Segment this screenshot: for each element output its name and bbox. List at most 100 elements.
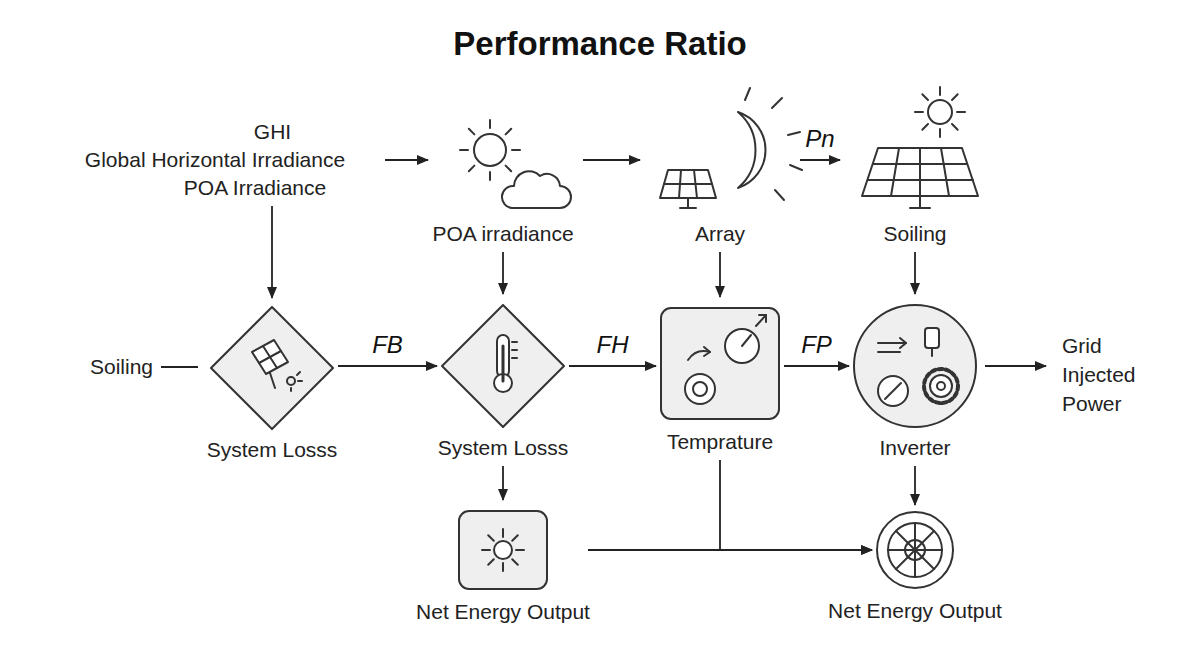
node-label: System Losss	[418, 434, 588, 462]
flow-arrow	[502, 252, 504, 294]
inverter-circle: Inverter	[840, 304, 990, 462]
array-icon-part	[680, 207, 696, 209]
solar-panel-icon-part	[873, 163, 967, 165]
node-label: POA irradiance	[428, 220, 578, 248]
sun-ray	[469, 166, 475, 172]
input-text: GHIGlobal Horizontal IrradiancePOA Irrad…	[55, 118, 375, 202]
sun-ray	[506, 166, 512, 172]
rrect-shape	[660, 307, 780, 420]
node-label: Net Energy Output	[398, 598, 608, 626]
node-label: Array	[645, 220, 795, 248]
diamond-outline	[211, 307, 333, 429]
flow-arrow	[271, 206, 273, 298]
sun-cloud-icon-part	[474, 134, 506, 166]
spacer-shape	[645, 112, 795, 220]
spacer-shape	[428, 112, 578, 220]
node-label: Grid Injected Power	[1062, 331, 1162, 418]
sun-ray	[957, 111, 965, 113]
sun-ray	[506, 129, 512, 135]
edge-label: FH	[597, 330, 629, 360]
rrect-outline	[660, 307, 780, 420]
edge-label: FP	[801, 330, 832, 360]
diagram-title: Performance Ratio	[0, 24, 1200, 64]
circle-shape	[853, 304, 977, 428]
array-icon-part	[664, 183, 712, 185]
flow-arrow	[569, 365, 656, 367]
sun-ray	[939, 87, 941, 95]
sun-ray	[512, 149, 520, 151]
node-label: Net Energy Output	[810, 597, 1020, 625]
flow-arrow	[985, 365, 1046, 367]
array-icon-part	[738, 112, 766, 188]
diamond-outline	[210, 306, 334, 430]
sun-cloud-icon	[460, 120, 571, 208]
node-label: Soiling	[850, 220, 980, 248]
loss-diamond: System Losss	[418, 304, 588, 462]
output-text: Grid Injected Power	[1062, 331, 1162, 418]
output-box: Net Energy Output	[398, 510, 608, 626]
array-icon-part	[745, 88, 750, 100]
array-icon-part	[694, 170, 697, 198]
sun-ray	[460, 149, 468, 151]
node-label: Global Horizontal Irradiance	[55, 146, 375, 174]
flow-arrow	[338, 365, 437, 367]
sun-ray	[952, 94, 958, 100]
edge-label: FB	[372, 330, 403, 360]
flow-arrow	[719, 252, 721, 297]
loss-diamond: System Losss	[187, 306, 357, 464]
box-outline	[661, 308, 779, 419]
icon-node: Soiling	[850, 112, 980, 248]
node-label: System Losss	[187, 436, 357, 464]
array-icon-part	[687, 198, 689, 208]
sun-ray	[939, 129, 941, 137]
array-icon-part	[772, 98, 782, 108]
array-icon-part	[679, 170, 681, 198]
solar-panel-icon-part	[941, 148, 949, 196]
array-icon	[660, 88, 802, 208]
array-icon-part	[788, 132, 800, 135]
sun-ray	[922, 124, 928, 130]
flow-arrow	[914, 252, 916, 294]
node-label: Inverter	[840, 434, 990, 462]
node-label: Soiling	[90, 353, 153, 381]
diamond-shape	[210, 306, 334, 430]
flow-arrow	[385, 159, 428, 161]
flow-arrow	[914, 466, 916, 505]
sun-ray	[469, 129, 475, 135]
solar-panel-icon-part	[910, 207, 930, 209]
sun-ray	[489, 120, 491, 128]
spacer-shape	[850, 112, 980, 220]
circle-outline	[877, 512, 953, 588]
node-label: Temprature	[645, 428, 795, 456]
flow-arrow	[161, 366, 198, 368]
box-outline	[459, 511, 547, 589]
sun-ray	[922, 94, 928, 100]
node-label: POA Irradiance	[55, 174, 375, 202]
process-box: Temprature	[645, 307, 795, 456]
icon-node: Array	[645, 112, 795, 248]
diamond-outline	[442, 305, 564, 427]
rrect-outline	[458, 510, 548, 590]
diamond-shape	[441, 304, 565, 428]
solar-panel-icon-part	[891, 148, 899, 196]
solar-panel-icon-part	[862, 148, 978, 196]
flow-arrow	[502, 466, 504, 500]
flow-arrow	[720, 460, 872, 550]
sun-ray	[915, 111, 923, 113]
circle-outline	[853, 304, 977, 428]
circle-outline	[854, 305, 976, 427]
input-text: Soiling	[90, 353, 153, 381]
edge-label: Pn	[805, 124, 834, 154]
diamond-outline	[441, 304, 565, 428]
output-circle: Net Energy Output	[810, 511, 1020, 625]
circle-outline	[876, 511, 954, 589]
rrect-shape	[458, 510, 548, 590]
flow-arrow	[800, 159, 840, 161]
flow-arrow	[784, 365, 849, 367]
sun-ray	[489, 172, 491, 180]
flow-arrow	[583, 159, 640, 161]
array-icon-part	[790, 165, 802, 170]
